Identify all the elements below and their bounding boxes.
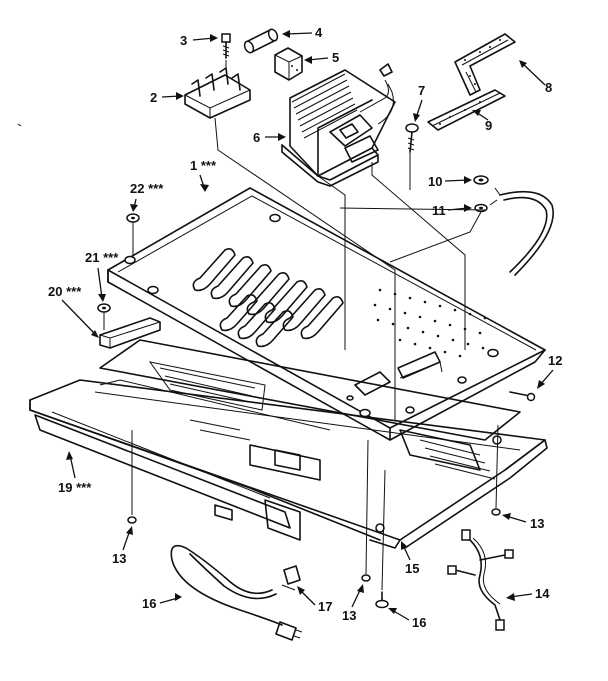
callout-label-15: 15 — [405, 561, 419, 576]
lower-frame — [99, 339, 521, 481]
main-plate — [107, 187, 546, 441]
callout-label-12: 12 — [548, 353, 562, 368]
callout-13: 13 — [502, 513, 544, 531]
callout-label-6: 6 — [253, 130, 260, 145]
callout-label-16: 16 — [142, 596, 156, 611]
callout-17: 17 — [297, 586, 332, 614]
callout-label-5: 5 — [332, 50, 339, 65]
fastener — [491, 508, 501, 516]
callout-21: 21 *** — [85, 250, 119, 302]
callout-19: 19 *** — [58, 451, 92, 495]
screw — [405, 123, 419, 153]
callout-label-7: 7 — [418, 83, 425, 98]
callout-15: 15 — [401, 541, 419, 576]
screw — [375, 591, 389, 609]
wire-harness — [447, 529, 514, 631]
callout-label-22: 22 *** — [130, 181, 164, 196]
callout-1: 1 *** — [190, 158, 217, 192]
small-box — [274, 47, 303, 81]
callout-12: 12 — [537, 353, 562, 389]
callout-label-16: 16 — [412, 615, 426, 630]
callout-3: 3 — [180, 33, 218, 48]
callout-13: 13 — [112, 526, 133, 566]
callout-16: 16 — [142, 593, 182, 611]
assembly-lines — [103, 60, 499, 591]
perforation-grid — [373, 288, 487, 358]
callout-4: 4 — [282, 25, 323, 40]
screw — [509, 391, 536, 402]
callout-label-19: 19 *** — [58, 480, 92, 495]
callout-label-11: 11 — [432, 203, 446, 218]
fastener — [361, 574, 371, 582]
nut — [474, 203, 488, 213]
callout-label-1: 1 *** — [190, 158, 217, 173]
louver-slots — [192, 248, 344, 348]
callout-22: 22 *** — [130, 181, 164, 212]
callout-5: 5 — [304, 50, 339, 65]
foot-bracket — [99, 317, 161, 349]
base-tray — [29, 379, 548, 549]
callout-label-2: 2 — [150, 90, 157, 105]
fuse — [243, 28, 279, 54]
callout-label-13: 13 — [112, 551, 126, 566]
callout-label-14: 14 — [535, 586, 550, 601]
fastener — [127, 516, 137, 524]
callout-label-13: 13 — [530, 516, 544, 531]
terminal-block — [184, 67, 251, 119]
tray-vents — [399, 429, 496, 480]
callout-14: 14 — [506, 586, 550, 601]
callout-2: 2 — [150, 90, 184, 105]
transformer — [281, 63, 396, 187]
callout-label-3: 3 — [180, 33, 187, 48]
callout-label-21: 21 *** — [85, 250, 119, 265]
callout-label-10: 10 — [428, 174, 442, 189]
washer — [473, 175, 489, 185]
rubber-foot — [97, 303, 111, 313]
cable — [489, 187, 554, 276]
callout-9: 9 — [472, 110, 492, 133]
callout-16: 16 — [388, 608, 426, 630]
callout-7: 7 — [413, 83, 425, 122]
rubber-foot — [126, 213, 140, 223]
power-cord — [170, 544, 303, 641]
callout-8: 8 — [519, 60, 552, 95]
foam-strip — [427, 89, 506, 131]
callout-label-17: 17 — [318, 599, 332, 614]
screw — [221, 33, 231, 59]
callout-label-8: 8 — [545, 80, 552, 95]
connector — [281, 565, 301, 591]
callout-10: 10 — [428, 174, 472, 189]
callout-20: 20 *** — [48, 284, 99, 338]
foam-strip — [454, 33, 516, 96]
callout-11: 11 — [432, 203, 472, 218]
callout-13: 13 — [342, 584, 364, 623]
callout-label-9: 9 — [485, 118, 492, 133]
callout-label-20: 20 *** — [48, 284, 82, 299]
callout-6: 6 — [253, 130, 286, 145]
callout-label-13: 13 — [342, 608, 356, 623]
stray-mark — [17, 123, 22, 127]
callout-label-4: 4 — [315, 25, 323, 40]
